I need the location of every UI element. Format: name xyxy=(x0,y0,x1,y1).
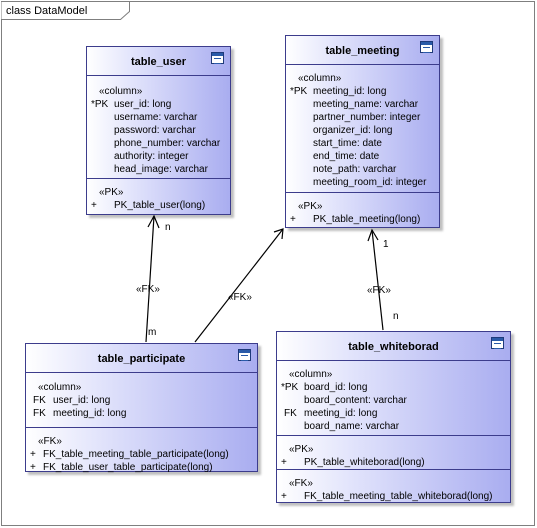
relation-stereotype-user: «FK» xyxy=(136,284,160,295)
relation-stereotype-meeting: «FK» xyxy=(228,292,252,303)
frame-tab-shape xyxy=(1,1,130,20)
class-icon xyxy=(491,337,504,349)
operation-row: +PK_table_meeting(long) xyxy=(290,214,421,225)
operation-row: +FK_table_user_table_participate(long) xyxy=(30,462,213,473)
fk-section: «FK» +FK_table_meeting_table_participate… xyxy=(26,428,257,479)
connector-participate-user[interactable] xyxy=(145,215,155,343)
column-row: meeting_room_id: integer xyxy=(313,177,427,188)
pk-section: «PK» +PK_table_whiteborad(long) xyxy=(277,436,510,470)
column-row: password: varchar xyxy=(114,125,196,136)
class-name: table_whiteborad xyxy=(348,341,439,353)
operation-row: +FK_table_meeting_table_whiteborad(long) xyxy=(281,491,493,502)
operation-row: +PK_table_user(long) xyxy=(91,200,206,211)
column-row: end_time: date xyxy=(313,151,380,162)
class-name: table_participate xyxy=(97,353,186,365)
pk-section: «PK» +PK_table_meeting(long) xyxy=(286,193,439,231)
class-name: table_meeting xyxy=(325,45,400,57)
class-name: table_user xyxy=(130,56,187,68)
arrowhead-meeting-1 xyxy=(273,228,284,240)
connector-participate-meeting[interactable] xyxy=(194,228,284,343)
pk-stereotype: «PK» xyxy=(298,201,323,212)
columns-stereotype: «column» xyxy=(289,369,333,380)
column-row: organizer_id: long xyxy=(313,125,393,136)
column-row: username: varchar xyxy=(114,112,198,123)
arrowhead-user xyxy=(147,214,160,229)
column-row: meeting_name: varchar xyxy=(313,99,419,110)
fk-stereotype: «FK» xyxy=(38,436,62,447)
pk-stereotype: «PK» xyxy=(99,187,124,198)
connector-whiteboard-meeting[interactable] xyxy=(371,229,384,331)
class-header: table_participate xyxy=(26,344,257,373)
fk-stereotype: «FK» xyxy=(289,478,313,489)
operation-row: +FK_table_meeting_table_participate(long… xyxy=(30,449,229,460)
class-header: table_whiteborad xyxy=(277,332,510,361)
columns-stereotype: «column» xyxy=(298,73,342,84)
diagram-title: class DataModel xyxy=(6,5,88,17)
frame-tab: class DataModel xyxy=(1,1,130,20)
relation-stereotype-whiteboard: «FK» xyxy=(367,285,391,296)
class-icon xyxy=(420,41,433,53)
class-header: table_meeting xyxy=(286,36,439,65)
column-row: partner_number: integer xyxy=(313,112,421,123)
column-row: board_name: varchar xyxy=(304,421,400,432)
column-row: phone_number: varchar xyxy=(114,138,221,149)
column-row: start_time: date xyxy=(313,138,382,149)
arrowhead-meeting-2 xyxy=(367,228,379,242)
pk-section: «PK» +PK_table_user(long) xyxy=(87,179,230,217)
column-row: note_path: varchar xyxy=(313,164,397,175)
fk-section: «FK» +FK_table_meeting_table_whiteborad(… xyxy=(277,470,510,508)
class-header: table_user xyxy=(87,47,230,76)
columns-stereotype: «column» xyxy=(38,382,82,393)
multiplicity-user-end: n xyxy=(165,222,171,233)
columns-stereotype: «column» xyxy=(99,86,143,97)
operation-row: +PK_table_whiteborad(long) xyxy=(281,457,425,468)
pk-stereotype: «PK» xyxy=(289,444,314,455)
class-icon xyxy=(238,349,251,361)
class-icon xyxy=(211,52,224,64)
column-row: head_image: varchar xyxy=(114,164,208,175)
column-row: board_content: varchar xyxy=(304,395,407,406)
multiplicity-participate-end: m xyxy=(148,327,157,338)
multiplicity-whiteboard-end: n xyxy=(393,311,399,322)
column-row: authority: integer xyxy=(114,151,189,162)
multiplicity-meeting-end: 1 xyxy=(383,239,389,250)
